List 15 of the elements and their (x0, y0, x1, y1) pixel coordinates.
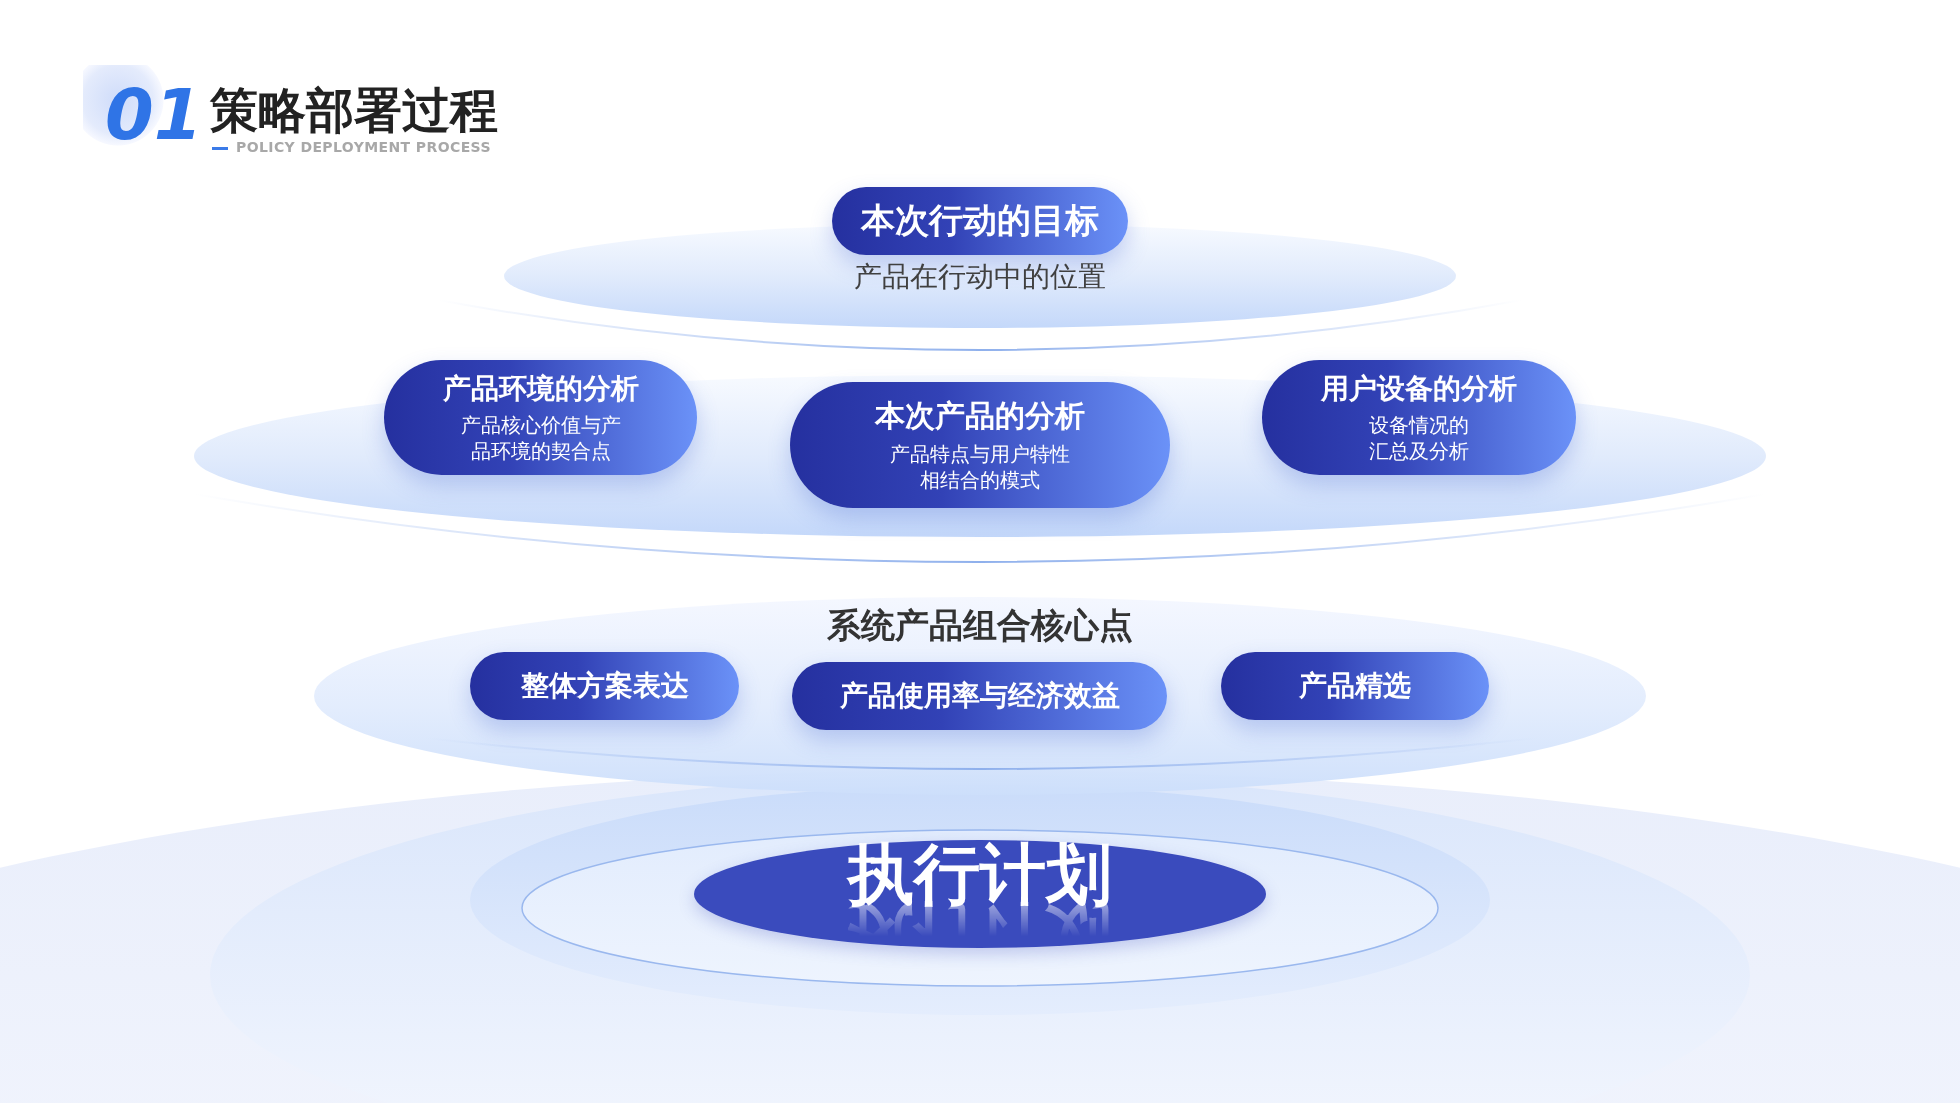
core-heading: 执行计划 (848, 842, 1112, 915)
pill-heading: 本次产品的分析 (875, 397, 1085, 435)
pill-heading: 产品环境的分析 (442, 371, 639, 406)
tier-heading: 系统产品组合核心点 (826, 604, 1134, 647)
pill-text: 产品核心价值与产品环境的契合点 (459, 412, 622, 464)
topic-pill: 整体方案表达 (470, 652, 739, 720)
pill-text: 设备情况的汇总及分析 (1368, 412, 1470, 464)
topic-pill: 产品使用率与经济效益 (792, 662, 1167, 730)
pill-heading: 用户设备的分析 (1321, 371, 1517, 406)
english-subtitle: POLICY DEPLOYMENT PROCESS (236, 139, 491, 156)
pill-text: 产品特点与用户特性相结合的模式 (889, 440, 1071, 493)
title: 策略部署过程 (210, 84, 498, 137)
topic-pill: 产品精选 (1221, 652, 1489, 720)
topic-pill: 本次行动的目标 (832, 187, 1128, 255)
caption-text: 产品在行动中的位置 (853, 259, 1107, 294)
